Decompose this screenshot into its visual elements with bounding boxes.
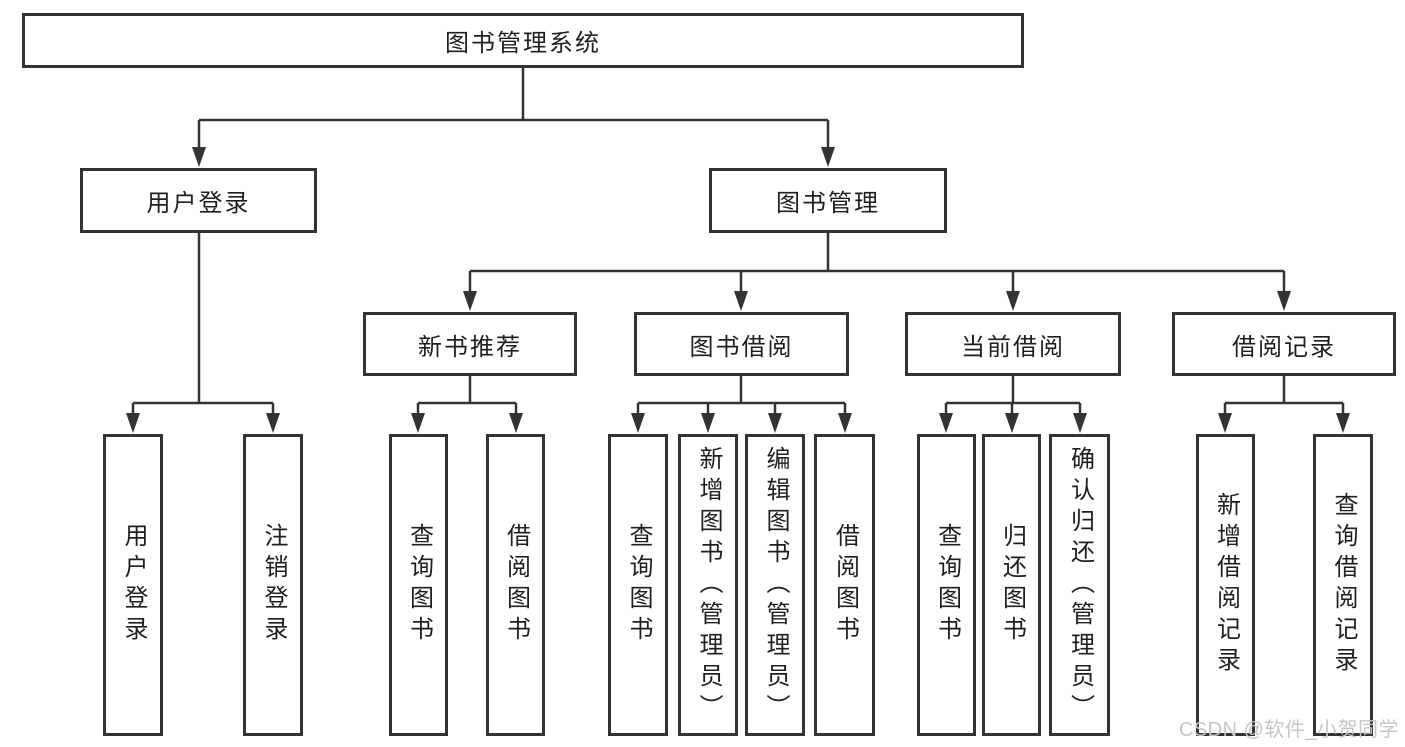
csdn-watermark: CSDN @软件_小贺同学: [1178, 719, 1399, 741]
node-current-borrow: 当前借阅: [905, 312, 1121, 376]
node-label: 确认归还（管理员）: [1066, 445, 1094, 725]
node-label: 查询图书: [405, 523, 433, 647]
node-label: 当前借阅: [961, 333, 1065, 361]
leaf-logout: 注销登录: [243, 434, 303, 736]
leaf-current-return: 归还图书: [982, 434, 1041, 736]
node-label: 归还图书: [998, 523, 1026, 647]
node-label: 查询图书: [625, 523, 652, 647]
leaf-user-login: 用户登录: [103, 434, 163, 736]
node-new-book-recommend: 新书推荐: [363, 312, 577, 376]
arrowheads: [126, 147, 1350, 433]
node-label: 新增图书（管理员）: [695, 445, 722, 725]
node-label: 图书管理: [776, 190, 880, 217]
node-label: 图书管理系统: [445, 30, 601, 57]
leaf-borrow-borrow: 借阅图书: [814, 434, 875, 736]
node-label: 编辑图书（管理员）: [762, 445, 789, 725]
node-book-management: 图书管理: [709, 168, 947, 233]
node-label: 用户登录: [120, 523, 147, 647]
leaf-current-confirm-admin: 确认归还（管理员）: [1049, 434, 1110, 736]
tree-edges: [131, 68, 1345, 414]
node-label: 用户登录: [146, 190, 251, 217]
leaf-borrow-query: 查询图书: [608, 434, 668, 736]
node-label: 注销登录: [260, 523, 287, 647]
node-label: 借阅记录: [1232, 333, 1336, 361]
node-borrow-records: 借阅记录: [1172, 312, 1396, 376]
node-label: 借阅图书: [502, 523, 530, 647]
node-label: 查询图书: [933, 523, 961, 647]
node-label: 查询借阅记录: [1330, 492, 1357, 678]
node-label: 新增借阅记录: [1212, 492, 1240, 678]
leaf-newbooks-borrow: 借阅图书: [486, 434, 545, 736]
leaf-newbooks-query: 查询图书: [389, 434, 448, 736]
leaf-borrow-add-admin: 新增图书（管理员）: [678, 434, 738, 736]
leaf-current-query: 查询图书: [917, 434, 976, 736]
node-label: 借阅图书: [831, 523, 859, 647]
node-book-borrow: 图书借阅: [634, 312, 849, 376]
leaf-borrow-edit-admin: 编辑图书（管理员）: [745, 434, 805, 736]
leaf-records-query: 查询借阅记录: [1313, 434, 1373, 736]
node-user-login: 用户登录: [80, 168, 317, 233]
node-label: 新书推荐: [418, 333, 522, 361]
node-root: 图书管理系统: [22, 13, 1024, 68]
leaf-records-add: 新增借阅记录: [1196, 434, 1255, 736]
node-label: 图书借阅: [689, 333, 794, 361]
